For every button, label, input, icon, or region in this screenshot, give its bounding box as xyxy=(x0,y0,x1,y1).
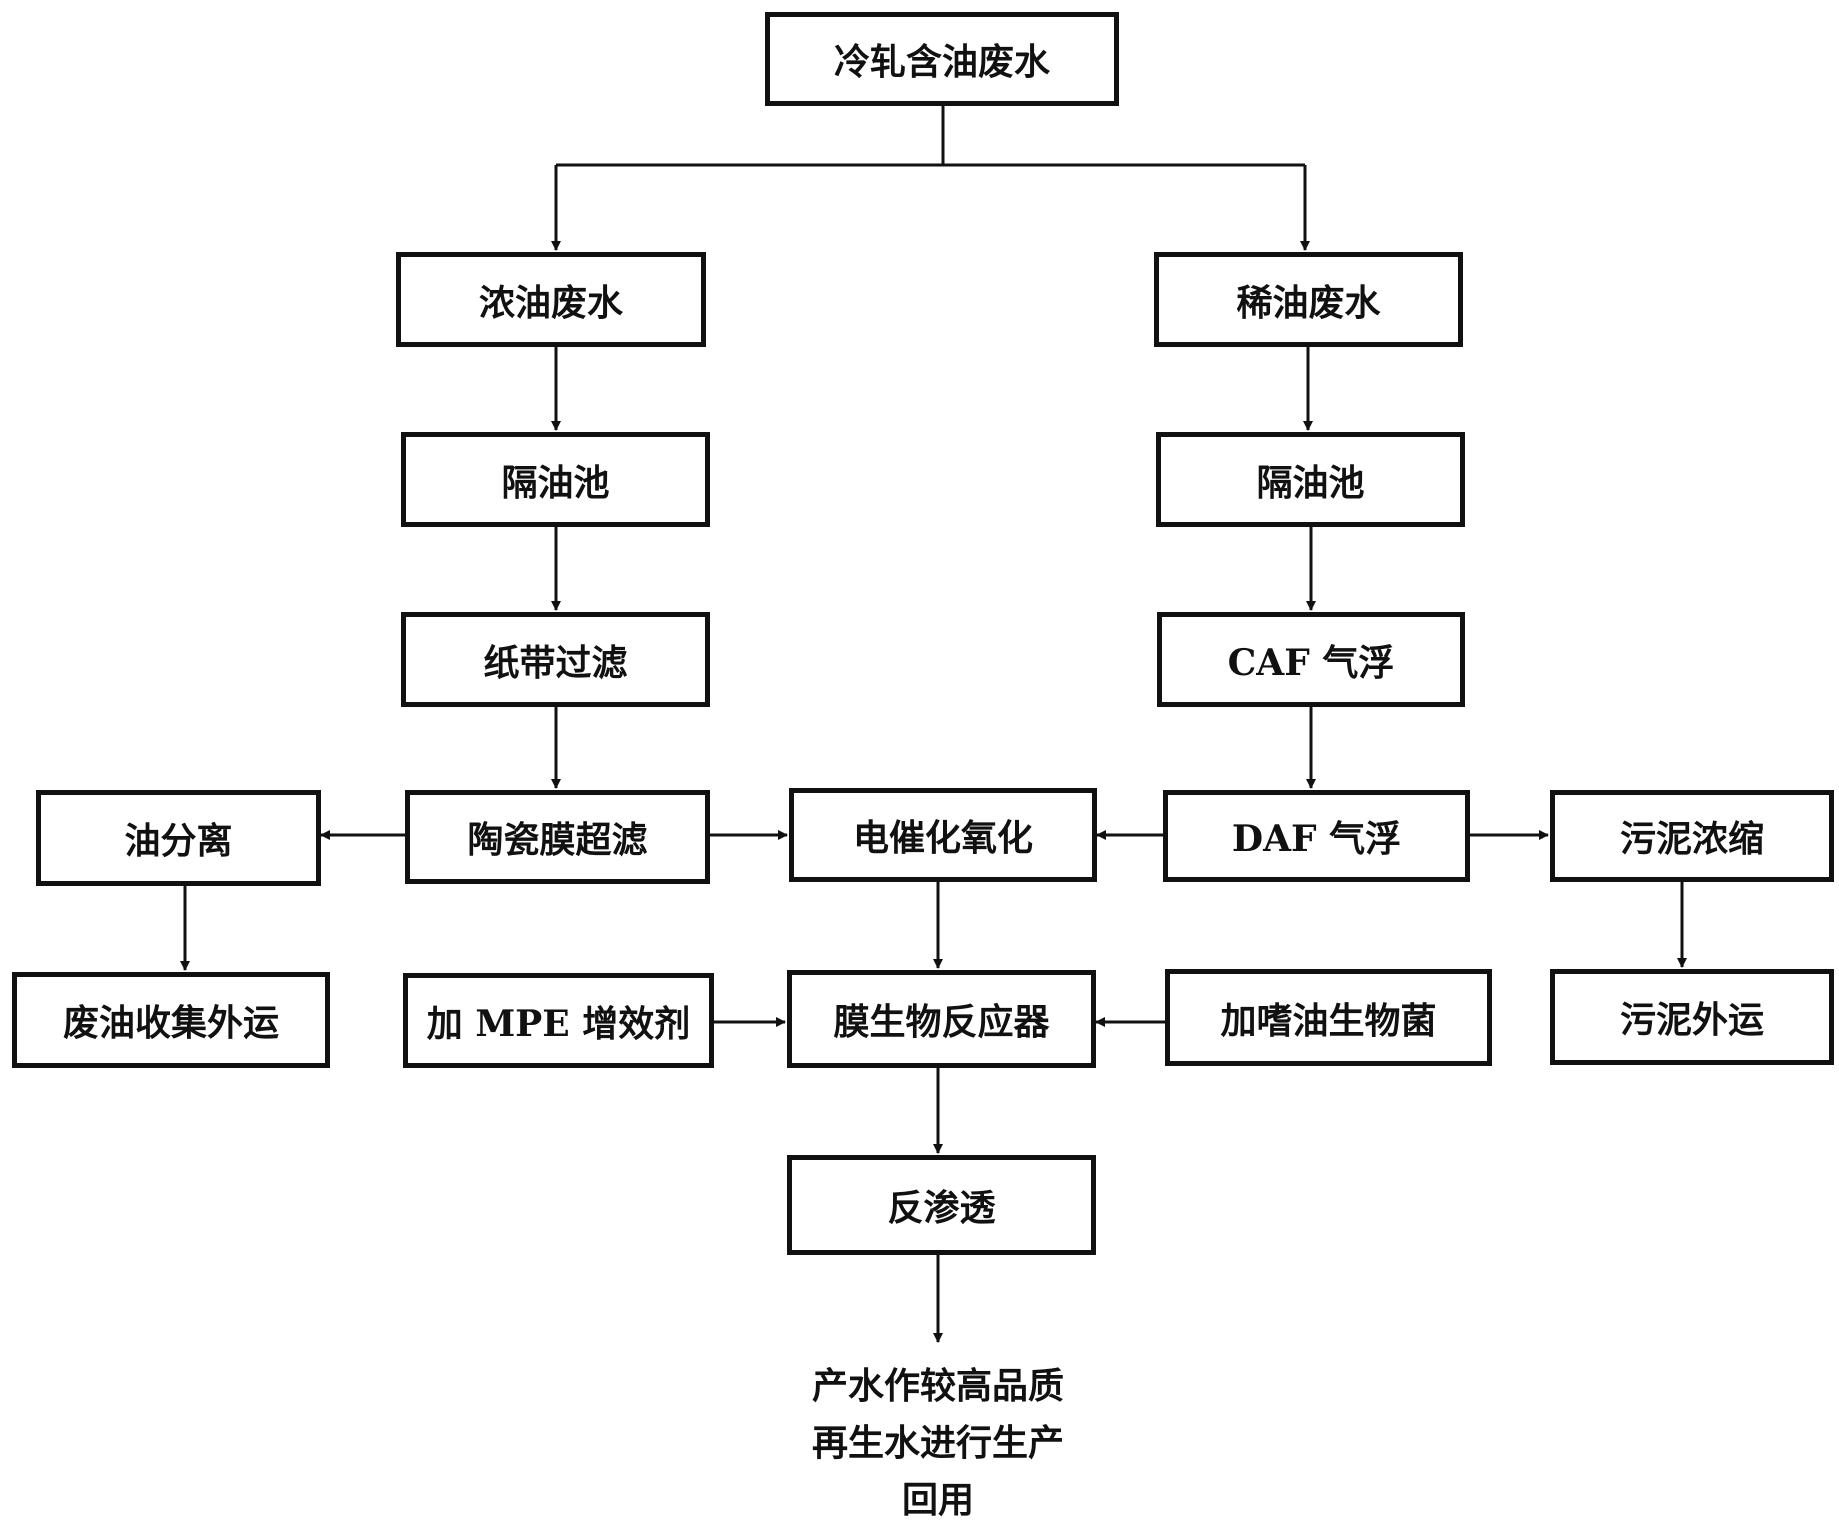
node-thin-oil-water: 稀油废水 xyxy=(1154,252,1463,347)
result-text: 产水作较高品质 再生水进行生产 回用 xyxy=(738,1358,1138,1529)
node-oil-trap-left: 隔油池 xyxy=(401,432,710,527)
node-sludge-transport: 污泥外运 xyxy=(1550,969,1834,1065)
node-waste-oil-transport: 废油收集外运 xyxy=(12,972,330,1068)
result-line-2: 再生水进行生产 xyxy=(811,1422,1064,1464)
node-thick-oil-water: 浓油废水 xyxy=(396,252,706,347)
node-add-bacteria: 加嗜油生物菌 xyxy=(1165,969,1492,1066)
node-add-mpe: 加 MPE 增效剂 xyxy=(403,973,714,1068)
node-oil-separation: 油分离 xyxy=(36,790,321,886)
node-daf-flotation: DAF 气浮 xyxy=(1163,790,1470,882)
node-electro-catalytic: 电催化氧化 xyxy=(789,788,1097,882)
node-ceramic-uf: 陶瓷膜超滤 xyxy=(405,790,710,884)
node-reverse-osmosis: 反渗透 xyxy=(787,1155,1096,1255)
node-paper-filter: 纸带过滤 xyxy=(401,612,710,707)
node-mbr: 膜生物反应器 xyxy=(787,970,1096,1068)
node-sludge-thickening: 污泥浓缩 xyxy=(1550,790,1834,882)
node-caf-flotation: CAF 气浮 xyxy=(1157,612,1465,707)
node-oil-trap-right: 隔油池 xyxy=(1156,432,1465,527)
result-line-3: 回用 xyxy=(901,1479,974,1521)
result-line-1: 产水作较高品质 xyxy=(811,1365,1064,1407)
node-source: 冷轧含油废水 xyxy=(765,12,1119,106)
